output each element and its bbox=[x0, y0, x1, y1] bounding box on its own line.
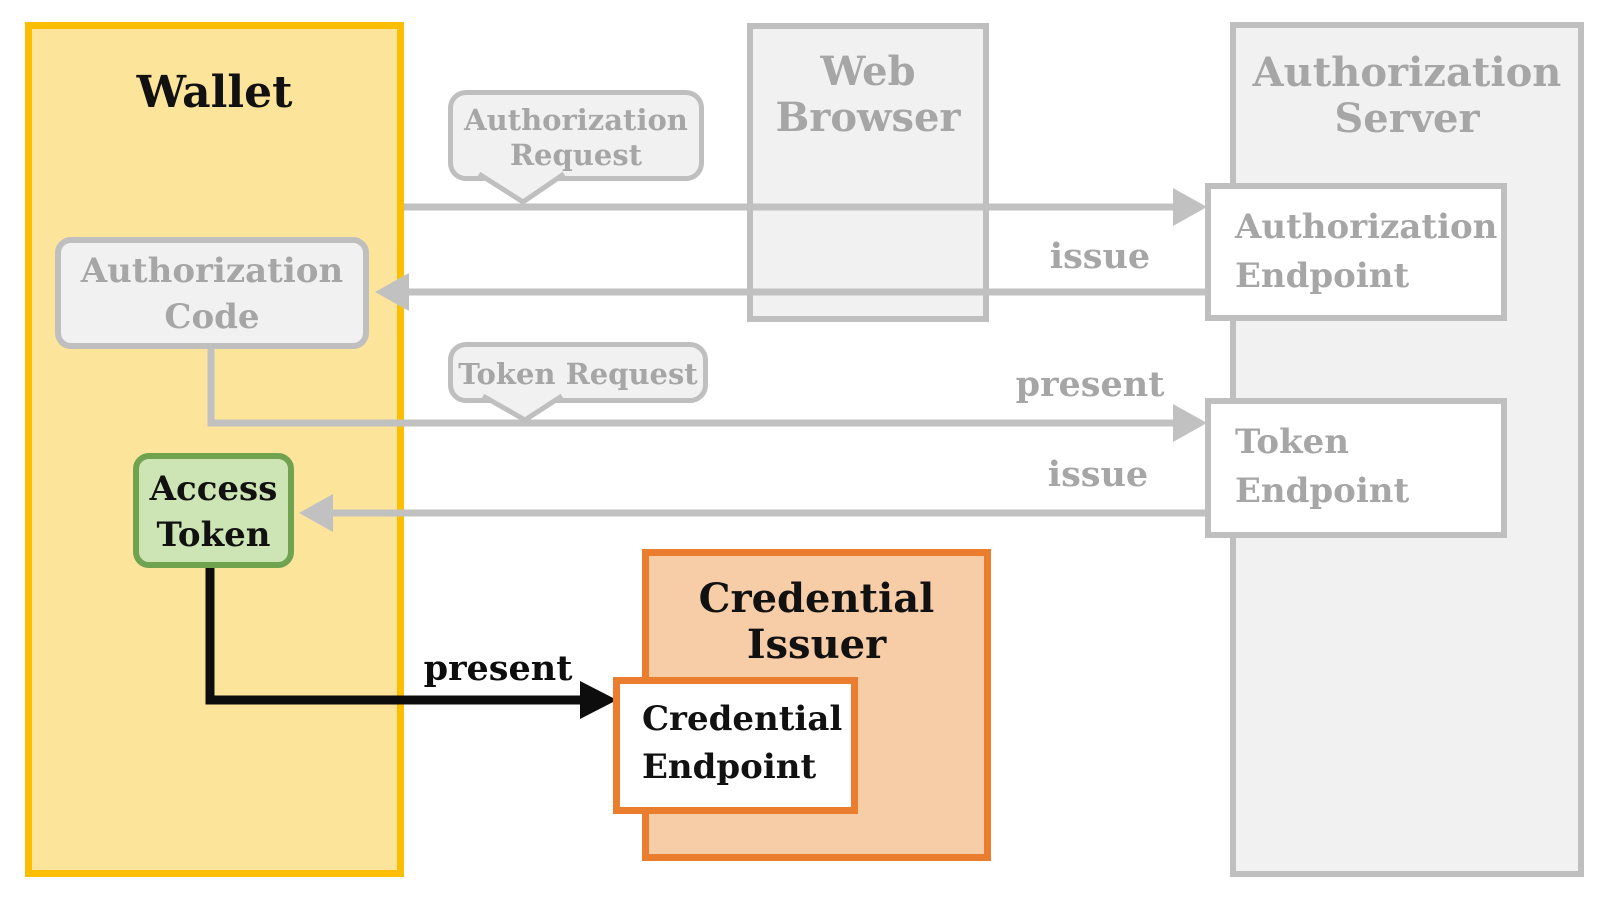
authorization-issue-label: issue bbox=[1049, 236, 1151, 277]
authorization-server-label-line2: Server bbox=[1334, 95, 1480, 142]
authorization-server-label-line1: Authorization bbox=[1252, 49, 1562, 96]
token-issue-label: issue bbox=[1047, 454, 1149, 495]
web-browser-label-line2: Browser bbox=[775, 94, 961, 141]
token-request-callout-label: Token Request bbox=[458, 357, 698, 391]
web-browser-label-line1: Web bbox=[820, 48, 916, 95]
token-endpoint-label-line1: Token bbox=[1235, 422, 1349, 462]
wallet-label: Wallet bbox=[136, 67, 293, 118]
token-issue-arrowhead-icon bbox=[299, 494, 333, 532]
token-request-arrowhead-icon bbox=[1173, 404, 1207, 442]
authorization-endpoint-label-line2: Endpoint bbox=[1235, 256, 1410, 297]
token-endpoint-label-line2: Endpoint bbox=[1235, 471, 1410, 512]
access-token-label-line2: Token bbox=[156, 514, 271, 555]
credential-issuer-label-line1: Credential bbox=[698, 575, 935, 622]
web-browser-box: Web Browser bbox=[747, 23, 989, 322]
authorization-code-label-line2: Code bbox=[164, 296, 260, 337]
authorization-code-box: Authorization Code bbox=[55, 237, 369, 349]
wallet-box: Wallet bbox=[25, 22, 404, 877]
token-request-callout-tail-outline bbox=[481, 393, 564, 423]
credential-present-label: present bbox=[423, 648, 573, 689]
authorization-code-label-line1: Authorization bbox=[80, 251, 344, 291]
authorization-request-callout: Authorization Request bbox=[448, 90, 704, 181]
token-request-arrow-line bbox=[207, 344, 1175, 427]
credential-issuer-label: Credential Issuer bbox=[649, 576, 984, 668]
token-endpoint-box: Token Endpoint bbox=[1205, 398, 1507, 538]
authorization-request-callout-tail-outline bbox=[477, 171, 566, 205]
credential-present-arrow-line bbox=[205, 562, 582, 705]
credential-present-arrowhead-icon bbox=[580, 681, 617, 719]
authorization-request-callout-line1: Authorization bbox=[464, 103, 688, 137]
authorization-request-callout-line2: Request bbox=[509, 137, 643, 172]
token-present-label: present bbox=[1015, 364, 1165, 405]
authorization-request-callout-tail bbox=[479, 171, 564, 202]
credential-endpoint-box: Credential Endpoint bbox=[613, 677, 858, 814]
credential-endpoint-label-line2: Endpoint bbox=[642, 746, 817, 787]
access-token-box: Access Token bbox=[133, 453, 294, 568]
web-browser-label: Web Browser bbox=[753, 49, 983, 141]
authorization-request-arrowhead-icon bbox=[1173, 188, 1207, 226]
access-token-label-line1: Access bbox=[149, 469, 278, 509]
credential-endpoint-label-line1: Credential bbox=[642, 699, 843, 739]
authorization-issue-arrowhead-icon bbox=[375, 273, 409, 311]
authorization-endpoint-box: Authorization Endpoint bbox=[1205, 183, 1507, 321]
token-request-callout-tail bbox=[483, 393, 562, 420]
authorization-endpoint-label-line1: Authorization bbox=[1235, 207, 1498, 247]
credential-issuer-label-line2: Issuer bbox=[746, 621, 887, 668]
authorization-server-label: Authorization Server bbox=[1236, 50, 1578, 142]
token-request-callout: Token Request bbox=[448, 342, 708, 403]
